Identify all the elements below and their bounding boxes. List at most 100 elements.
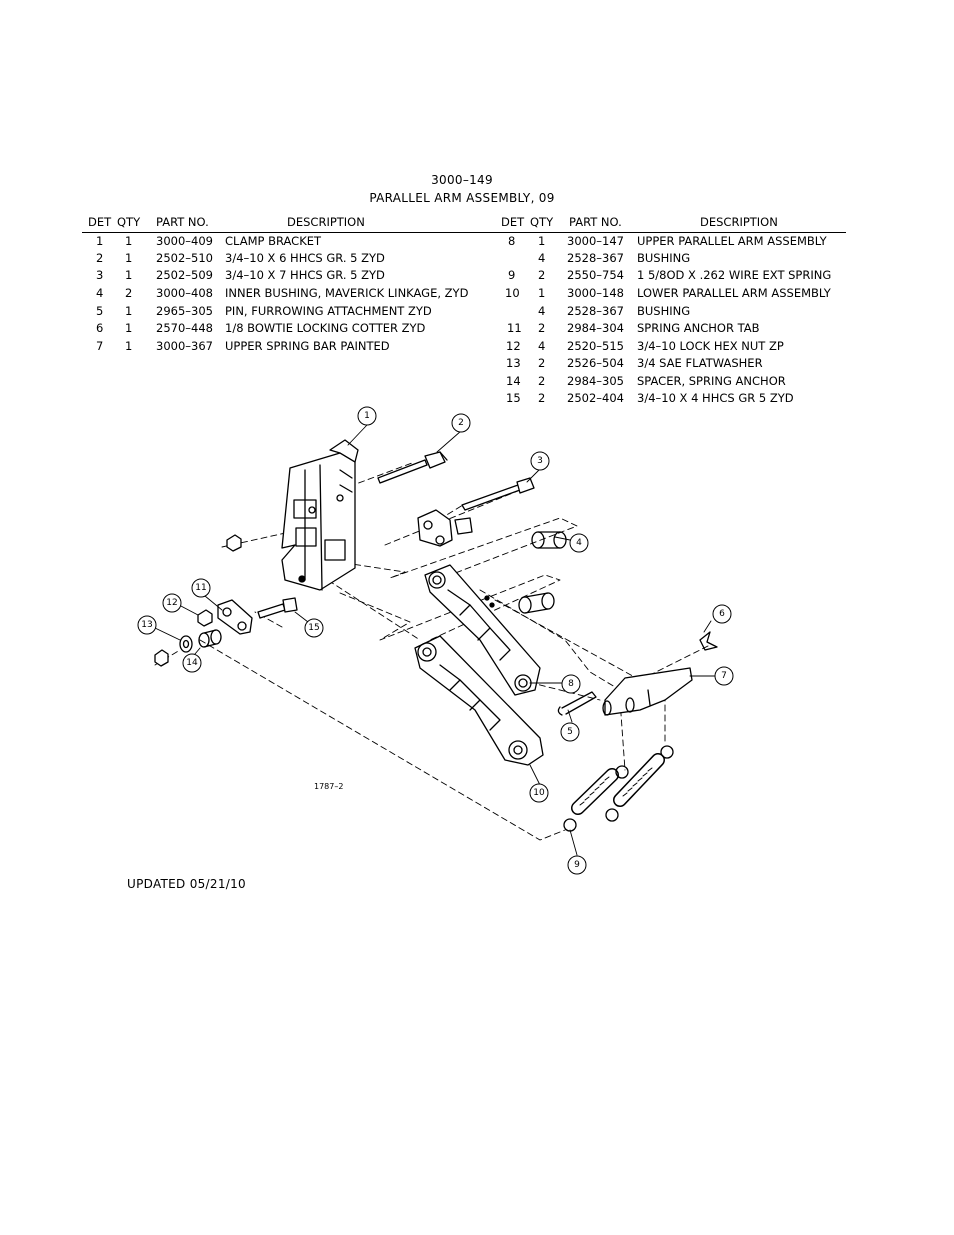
callout-11: 11 xyxy=(195,583,206,593)
qty-cell: 2 xyxy=(538,374,546,388)
partno-cell: 2502–510 xyxy=(156,251,213,265)
callout-3: 3 xyxy=(537,456,543,466)
desc-cell: SPRING ANCHOR TAB xyxy=(637,321,760,335)
desc-cell: INNER BUSHING, MAVERICK LINKAGE, ZYD xyxy=(225,286,469,300)
det-cell: 9 xyxy=(508,268,516,282)
det-cell: 3 xyxy=(96,268,104,282)
assembly-number: 3000–149 xyxy=(431,173,493,187)
upper-bushing-block xyxy=(417,509,473,547)
updated-date: UPDATED 05/21/10 xyxy=(127,877,246,891)
col-det-right: DET xyxy=(501,215,525,229)
qty-cell: 2 xyxy=(538,268,546,282)
upper-spring-bar xyxy=(602,667,693,716)
det-cell: 7 xyxy=(96,339,104,353)
callout-leaders xyxy=(154,424,717,856)
callout-1: 1 xyxy=(364,411,370,421)
qty-cell: 1 xyxy=(125,234,133,248)
det-cell: 12 xyxy=(506,339,521,353)
partno-cell: 2528–367 xyxy=(567,304,624,318)
col-qty-right: QTY xyxy=(530,215,554,229)
callout-8: 8 xyxy=(568,679,574,689)
desc-cell: BUSHING xyxy=(637,251,691,265)
extension-spring xyxy=(563,745,674,832)
partno-cell: 2502–509 xyxy=(156,268,213,282)
partno-cell: 2965–305 xyxy=(156,304,213,318)
det-cell: 5 xyxy=(96,304,104,318)
furrowing-pin xyxy=(557,691,597,716)
qty-cell: 4 xyxy=(538,304,546,318)
qty-cell: 2 xyxy=(538,321,546,335)
desc-cell: UPPER PARALLEL ARM ASSEMBLY xyxy=(637,234,827,248)
desc-cell: UPPER SPRING BAR PAINTED xyxy=(225,339,390,353)
bolt-7-inch xyxy=(461,477,535,511)
callout-9: 9 xyxy=(574,860,580,870)
desc-cell: 3/4–10 X 7 HHCS GR. 5 ZYD xyxy=(225,268,385,282)
desc-cell: PIN, FURROWING ATTACHMENT ZYD xyxy=(225,304,432,318)
det-cell: 8 xyxy=(508,234,516,248)
partno-cell: 2502–404 xyxy=(567,391,624,405)
desc-cell: 3/4–10 X 6 HHCS GR. 5 ZYD xyxy=(225,251,385,265)
col-desc-right: DESCRIPTION xyxy=(700,215,778,229)
callout-bubbles xyxy=(137,406,734,875)
inner-bushing xyxy=(518,531,567,614)
spring-anchor-tab xyxy=(217,599,253,635)
callout-2: 2 xyxy=(458,418,464,428)
clamp-bracket xyxy=(281,439,359,591)
spacer xyxy=(198,629,222,648)
callout-5: 5 xyxy=(567,727,573,737)
callout-14: 14 xyxy=(186,658,198,668)
qty-cell: 4 xyxy=(538,251,546,265)
partno-cell: 3000–367 xyxy=(156,339,213,353)
desc-cell: 1 5/8OD X .262 WIRE EXT SPRING xyxy=(637,268,832,282)
det-cell: 2 xyxy=(96,251,104,265)
det-cell: 1 xyxy=(96,234,104,248)
hex-bolt-15 xyxy=(257,597,298,619)
callout-4: 4 xyxy=(576,538,582,548)
col-qty-left: QTY xyxy=(117,215,141,229)
col-det-left: DET xyxy=(88,215,112,229)
qty-cell: 2 xyxy=(125,286,133,300)
det-cell: 11 xyxy=(507,321,522,335)
partno-cell: 2984–304 xyxy=(567,321,624,335)
bolt-6-inch xyxy=(377,451,448,484)
callout-6: 6 xyxy=(719,609,725,619)
det-cell: 13 xyxy=(506,356,521,370)
upper-parallel-arm xyxy=(424,564,541,696)
partno-cell: 2570–448 xyxy=(156,321,213,335)
qty-cell: 2 xyxy=(538,391,546,405)
partno-cell: 2520–515 xyxy=(567,339,624,353)
header-rule xyxy=(82,232,846,233)
callout-13: 13 xyxy=(141,620,152,630)
lower-parallel-arm xyxy=(414,635,544,766)
assembly-name: PARALLEL ARM ASSEMBLY, 09 xyxy=(369,191,555,205)
col-desc-left: DESCRIPTION xyxy=(287,215,365,229)
qty-cell: 1 xyxy=(538,234,546,248)
qty-cell: 1 xyxy=(538,286,546,300)
desc-cell: 3/4 SAE FLATWASHER xyxy=(637,356,763,370)
qty-cell: 1 xyxy=(125,339,133,353)
qty-cell: 1 xyxy=(125,321,133,335)
desc-cell: 3/4–10 X 4 HHCS GR 5 ZYD xyxy=(637,391,794,405)
desc-cell: SPACER, SPRING ANCHOR xyxy=(637,374,786,388)
qty-cell: 2 xyxy=(538,356,546,370)
col-partno-right: PART NO. xyxy=(569,215,622,229)
desc-cell: BUSHING xyxy=(637,304,691,318)
partno-cell: 2550–754 xyxy=(567,268,624,282)
partno-cell: 3000–148 xyxy=(567,286,624,300)
det-cell: 15 xyxy=(506,391,521,405)
lock-nut xyxy=(154,534,242,667)
partno-cell: 3000–147 xyxy=(567,234,624,248)
desc-cell: LOWER PARALLEL ARM ASSEMBLY xyxy=(637,286,831,300)
qty-cell: 1 xyxy=(125,268,133,282)
desc-cell: 1/8 BOWTIE LOCKING COTTER ZYD xyxy=(225,321,426,335)
det-cell: 14 xyxy=(506,374,521,388)
desc-cell: 3/4–10 LOCK HEX NUT ZP xyxy=(637,339,784,353)
qty-cell: 1 xyxy=(125,304,133,318)
partno-cell: 3000–408 xyxy=(156,286,213,300)
qty-cell: 1 xyxy=(125,251,133,265)
callout-12: 12 xyxy=(166,598,177,608)
partno-cell: 2528–367 xyxy=(567,251,624,265)
callout-15: 15 xyxy=(308,623,319,633)
det-cell: 4 xyxy=(96,286,104,300)
